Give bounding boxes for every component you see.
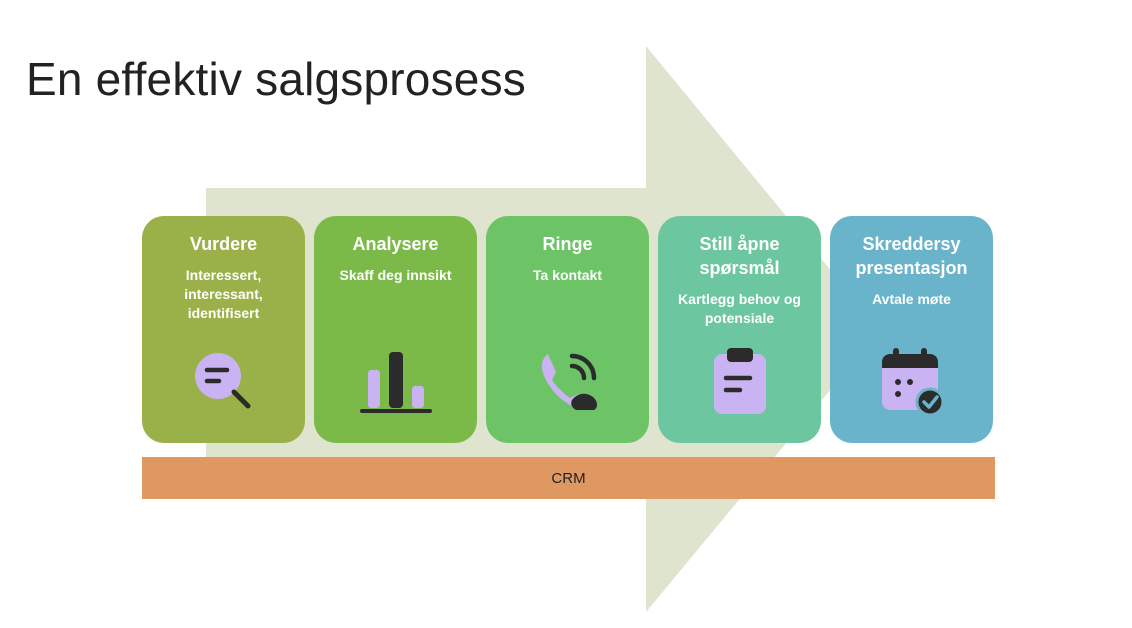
step-subtitle: Skaff deg innsikt [339,267,452,283]
step-card-still-apne-sporsmal: Still åpne spørsmål Kartlegg behov og po… [658,216,821,443]
bar-chart-icon [359,352,432,413]
step-subtitle: Ta kontakt [533,267,602,283]
step-subtitle: Interessert, interessant, identifisert [184,267,263,321]
step-title: Vurdere [189,234,258,254]
step-card-analysere: Analysere Skaff deg innsikt [314,216,477,443]
step-card-ringe: Ringe Ta kontakt [486,216,649,443]
clipboard-icon [713,348,766,414]
crm-label: CRM [551,469,586,487]
step-title: Analysere [352,234,439,254]
step-subtitle: Kartlegg behov og potensiale [678,291,801,326]
step-subtitle: Avtale møte [872,291,951,307]
calendar-check-icon [881,348,944,417]
step-title: Ringe [542,234,593,254]
search-icon [194,353,250,409]
step-title: Still åpne spørsmål [699,234,780,278]
slide-title: En effektiv salgsprosess [26,53,526,105]
phone-call-icon [541,353,597,410]
step-title: Skreddersy presentasjon [855,234,968,278]
crm-bar: CRM [142,457,995,499]
step-card-skreddersy-presentasjon: Skreddersy presentasjon Avtale møte [830,216,993,443]
step-card-vurdere: Vurdere Interessert, interessant, identi… [142,216,305,443]
